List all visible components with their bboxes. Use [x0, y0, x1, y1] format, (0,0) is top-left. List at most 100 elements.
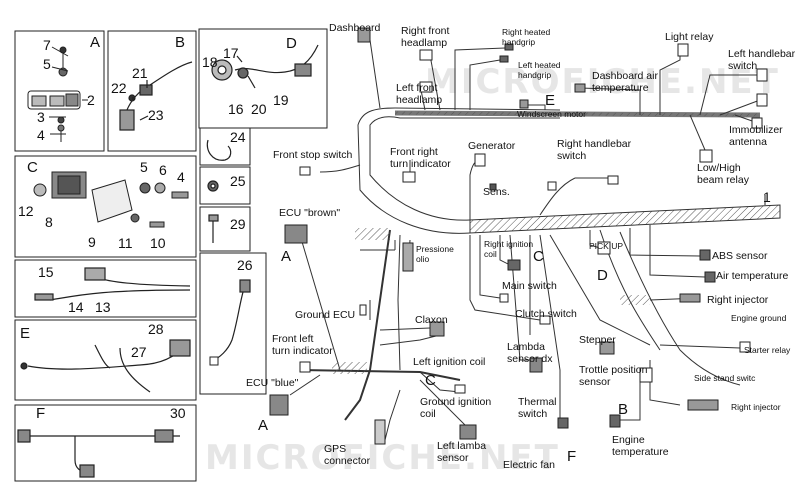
panel-c-part-11: 11	[118, 235, 133, 251]
main-part-number: 1	[763, 189, 771, 205]
panel-a-part-3: 3	[37, 109, 45, 125]
panel-f-letter: F	[36, 405, 46, 422]
label-left-ignition-coil: Left ignition coil	[413, 356, 486, 368]
panel-c-part-5: 5	[140, 159, 148, 175]
label-pressione-olio: Pressione olio	[416, 244, 454, 264]
panel-b-part-21: 21	[132, 65, 148, 81]
callout-e: E	[545, 92, 556, 109]
panel-c-part-12: 12	[18, 203, 34, 219]
label-right-front-headlamp: Right front headlamp	[401, 25, 450, 49]
label-air-temperature: Air temperature	[716, 270, 789, 282]
label-sens: Sens.	[483, 186, 510, 198]
panel-c-part-10: 10	[150, 235, 166, 251]
panel-d-art	[211, 44, 319, 89]
panel-25-number: 25	[230, 173, 246, 189]
label-front-stop-switch: Front stop switch	[273, 149, 353, 161]
callout-a-lower: A	[258, 417, 269, 434]
label-front-left-turn: Front left turn indicator	[272, 333, 333, 357]
panel-b-part-23: 23	[148, 107, 164, 123]
label-right-ignition-coil: Right ignition coil	[484, 239, 534, 259]
callout-b: B	[618, 401, 629, 418]
label-engine-ground: Engine ground	[731, 313, 787, 323]
label-front-right-turn: Front right turn indicator	[390, 146, 451, 170]
label-dashboard-air-temp: Dashboard air temperature	[592, 70, 658, 94]
label-engine-temp: Engine temperature	[612, 434, 669, 458]
panel-d-part-18: 18	[202, 54, 218, 70]
callout-f: F	[567, 448, 577, 465]
panel-b-part-22: 22	[111, 80, 127, 96]
label-right-handlebar-switch: Right handlebar switch	[557, 138, 632, 162]
callout-c-lower: C	[425, 372, 436, 389]
panel-a-art	[27, 46, 88, 142]
label-right-injector-bottom: Right injector	[731, 402, 781, 412]
label-right-heated-handgrip: Right heated handgrip	[502, 27, 551, 47]
panel-c-letter: C	[27, 159, 38, 176]
panel-c-part-9: 9	[88, 234, 96, 250]
panel-b-art	[119, 61, 193, 131]
panel-d-part-16: 16	[228, 101, 244, 117]
label-ecu-brown: ECU "brown"	[279, 207, 341, 219]
panel-frames	[14, 28, 328, 482]
panel-24-number: 24	[230, 129, 246, 145]
panel-15-part-13: 13	[95, 299, 111, 315]
panel-d-letter: D	[286, 35, 297, 52]
harness-hatch	[332, 228, 650, 374]
label-generator: Generator	[468, 140, 516, 152]
panel-a-letter: A	[90, 34, 101, 51]
label-dashboard: Dashboard	[329, 22, 381, 34]
label-electric-fan: Electric fan	[503, 459, 555, 471]
callout-c-upper: C	[533, 248, 544, 265]
watermark-left: MICROFICHE.NET	[205, 438, 560, 478]
callout-d: D	[597, 267, 608, 284]
panel-c-part-6: 6	[159, 162, 167, 178]
label-ground-ecu: Ground ECU	[295, 309, 356, 321]
watermark-top: MICROFICHE.NET	[425, 62, 780, 102]
label-trottle-position: Trottle position sensor	[579, 364, 648, 388]
panel-e-part-28: 28	[148, 321, 164, 337]
label-pick-up: PICK UP	[589, 241, 624, 251]
label-low-high-beam: Low/High beam relay	[697, 162, 749, 186]
panel-e-part-27: 27	[131, 344, 147, 360]
small-parts-art	[206, 139, 232, 243]
panel-e-letter: E	[20, 325, 31, 342]
label-ground-ignition-coil: Ground ignition coil	[420, 396, 492, 420]
panel-a-part-4: 4	[37, 127, 45, 143]
label-claxon: Claxon	[415, 314, 448, 326]
panel-26-art	[209, 279, 251, 363]
panel-15-part-15: 15	[38, 264, 54, 280]
label-clutch-switch: Clutch switch	[515, 308, 577, 320]
panel-c-part-4: 4	[177, 169, 185, 185]
label-left-lamba: Left lamba sensor	[437, 440, 487, 464]
panel-d-part-19: 19	[273, 92, 289, 108]
panel-29-number: 29	[230, 216, 246, 232]
label-lambda-dx: Lambda sensor dx	[507, 341, 553, 365]
label-starter-relay: Starter relay	[744, 345, 791, 355]
label-light-relay: Light relay	[665, 31, 714, 43]
panel-c-part-8: 8	[45, 214, 53, 230]
panel-a-part-2: 2	[87, 92, 95, 108]
panel-b-letter: B	[175, 34, 186, 51]
label-stepper: Stepper	[579, 334, 616, 346]
label-main-switch: Main switch	[502, 280, 557, 292]
panel-15-part-14: 14	[68, 299, 84, 315]
panel-d-part-17: 17	[223, 45, 239, 61]
panel-a-part-5: 5	[43, 56, 51, 72]
label-windscreen-motor: Windscreen motor	[517, 109, 586, 119]
label-immobilizer: Immobilizer antenna	[729, 124, 783, 148]
label-left-handlebar-switch: Left handlebar switch	[728, 48, 796, 72]
label-gps-connector: GPS connector	[324, 443, 371, 467]
panel-a-part-7: 7	[43, 37, 51, 53]
label-abs-sensor: ABS sensor	[712, 250, 768, 262]
panel-c-art	[33, 171, 189, 228]
label-side-stand: Side stand switc	[694, 373, 756, 383]
panel-e-art	[20, 339, 191, 393]
label-left-heated-handgrip: Left heated handgrip	[518, 60, 561, 80]
label-thermal-switch: Thermal switch	[518, 396, 557, 420]
panel-f-part-30: 30	[170, 405, 186, 421]
panel-d-part-20: 20	[251, 101, 267, 117]
panel-26-number: 26	[237, 257, 253, 273]
panel-f-art	[17, 429, 180, 478]
label-ecu-blue: ECU "blue"	[246, 377, 299, 389]
label-left-front-headlamp: Left front headlamp	[396, 82, 443, 106]
